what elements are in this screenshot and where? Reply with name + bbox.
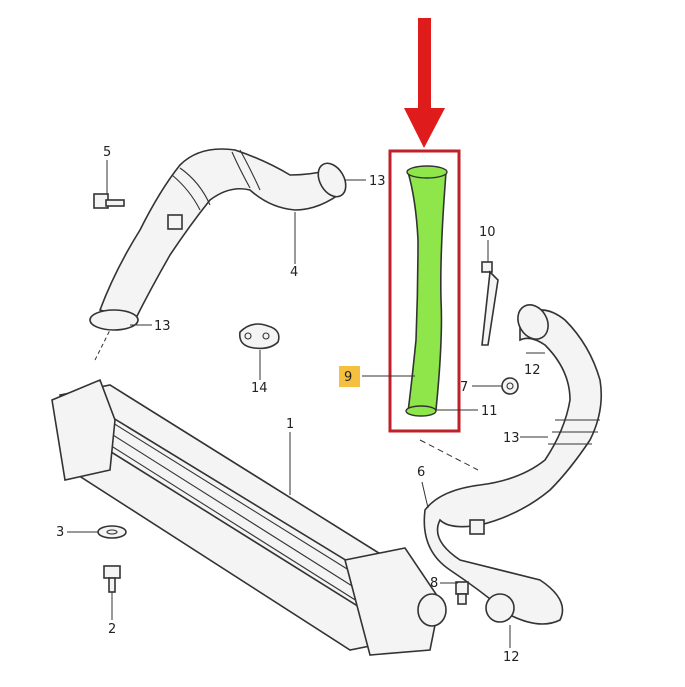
label-part-13-left: 13 — [154, 319, 171, 334]
label-part-7: 7 — [460, 380, 468, 395]
intercooler-part-1[interactable] — [51, 378, 447, 656]
label-part-2: 2 — [108, 622, 116, 637]
label-part-12-bottom: 12 — [503, 650, 520, 665]
label-part-4: 4 — [290, 265, 298, 280]
hose-part-9[interactable] — [405, 165, 448, 417]
label-part-12-top: 12 — [524, 363, 541, 378]
bolt-part-5[interactable] — [93, 193, 125, 209]
label-9-highlight — [339, 366, 360, 387]
hose-part-4[interactable] — [89, 148, 351, 331]
label-part-8: 8 — [430, 576, 438, 591]
label-part-13-right: 13 — [503, 431, 520, 446]
label-part-3: 3 — [56, 525, 64, 540]
cable-tie-part-10[interactable] — [481, 261, 499, 346]
label-part-13-top: 13 — [369, 174, 386, 189]
leader-lines — [67, 160, 548, 648]
label-part-1: 1 — [286, 417, 294, 432]
nut-part-7[interactable] — [501, 377, 519, 395]
bolt-part-8[interactable] — [455, 581, 469, 605]
hose-part-6[interactable] — [423, 299, 603, 625]
gasket-part-14[interactable] — [238, 323, 280, 350]
red-arrow-icon — [404, 18, 445, 148]
label-part-6: 6 — [417, 465, 425, 480]
washer-part-3[interactable] — [97, 525, 127, 539]
highlight-box — [388, 149, 461, 433]
label-part-9: 9 — [344, 370, 352, 385]
label-part-14: 14 — [251, 381, 268, 396]
label-part-11: 11 — [481, 404, 498, 419]
bolt-part-2[interactable] — [103, 565, 121, 593]
label-part-5: 5 — [103, 145, 111, 160]
label-part-10: 10 — [479, 225, 496, 240]
